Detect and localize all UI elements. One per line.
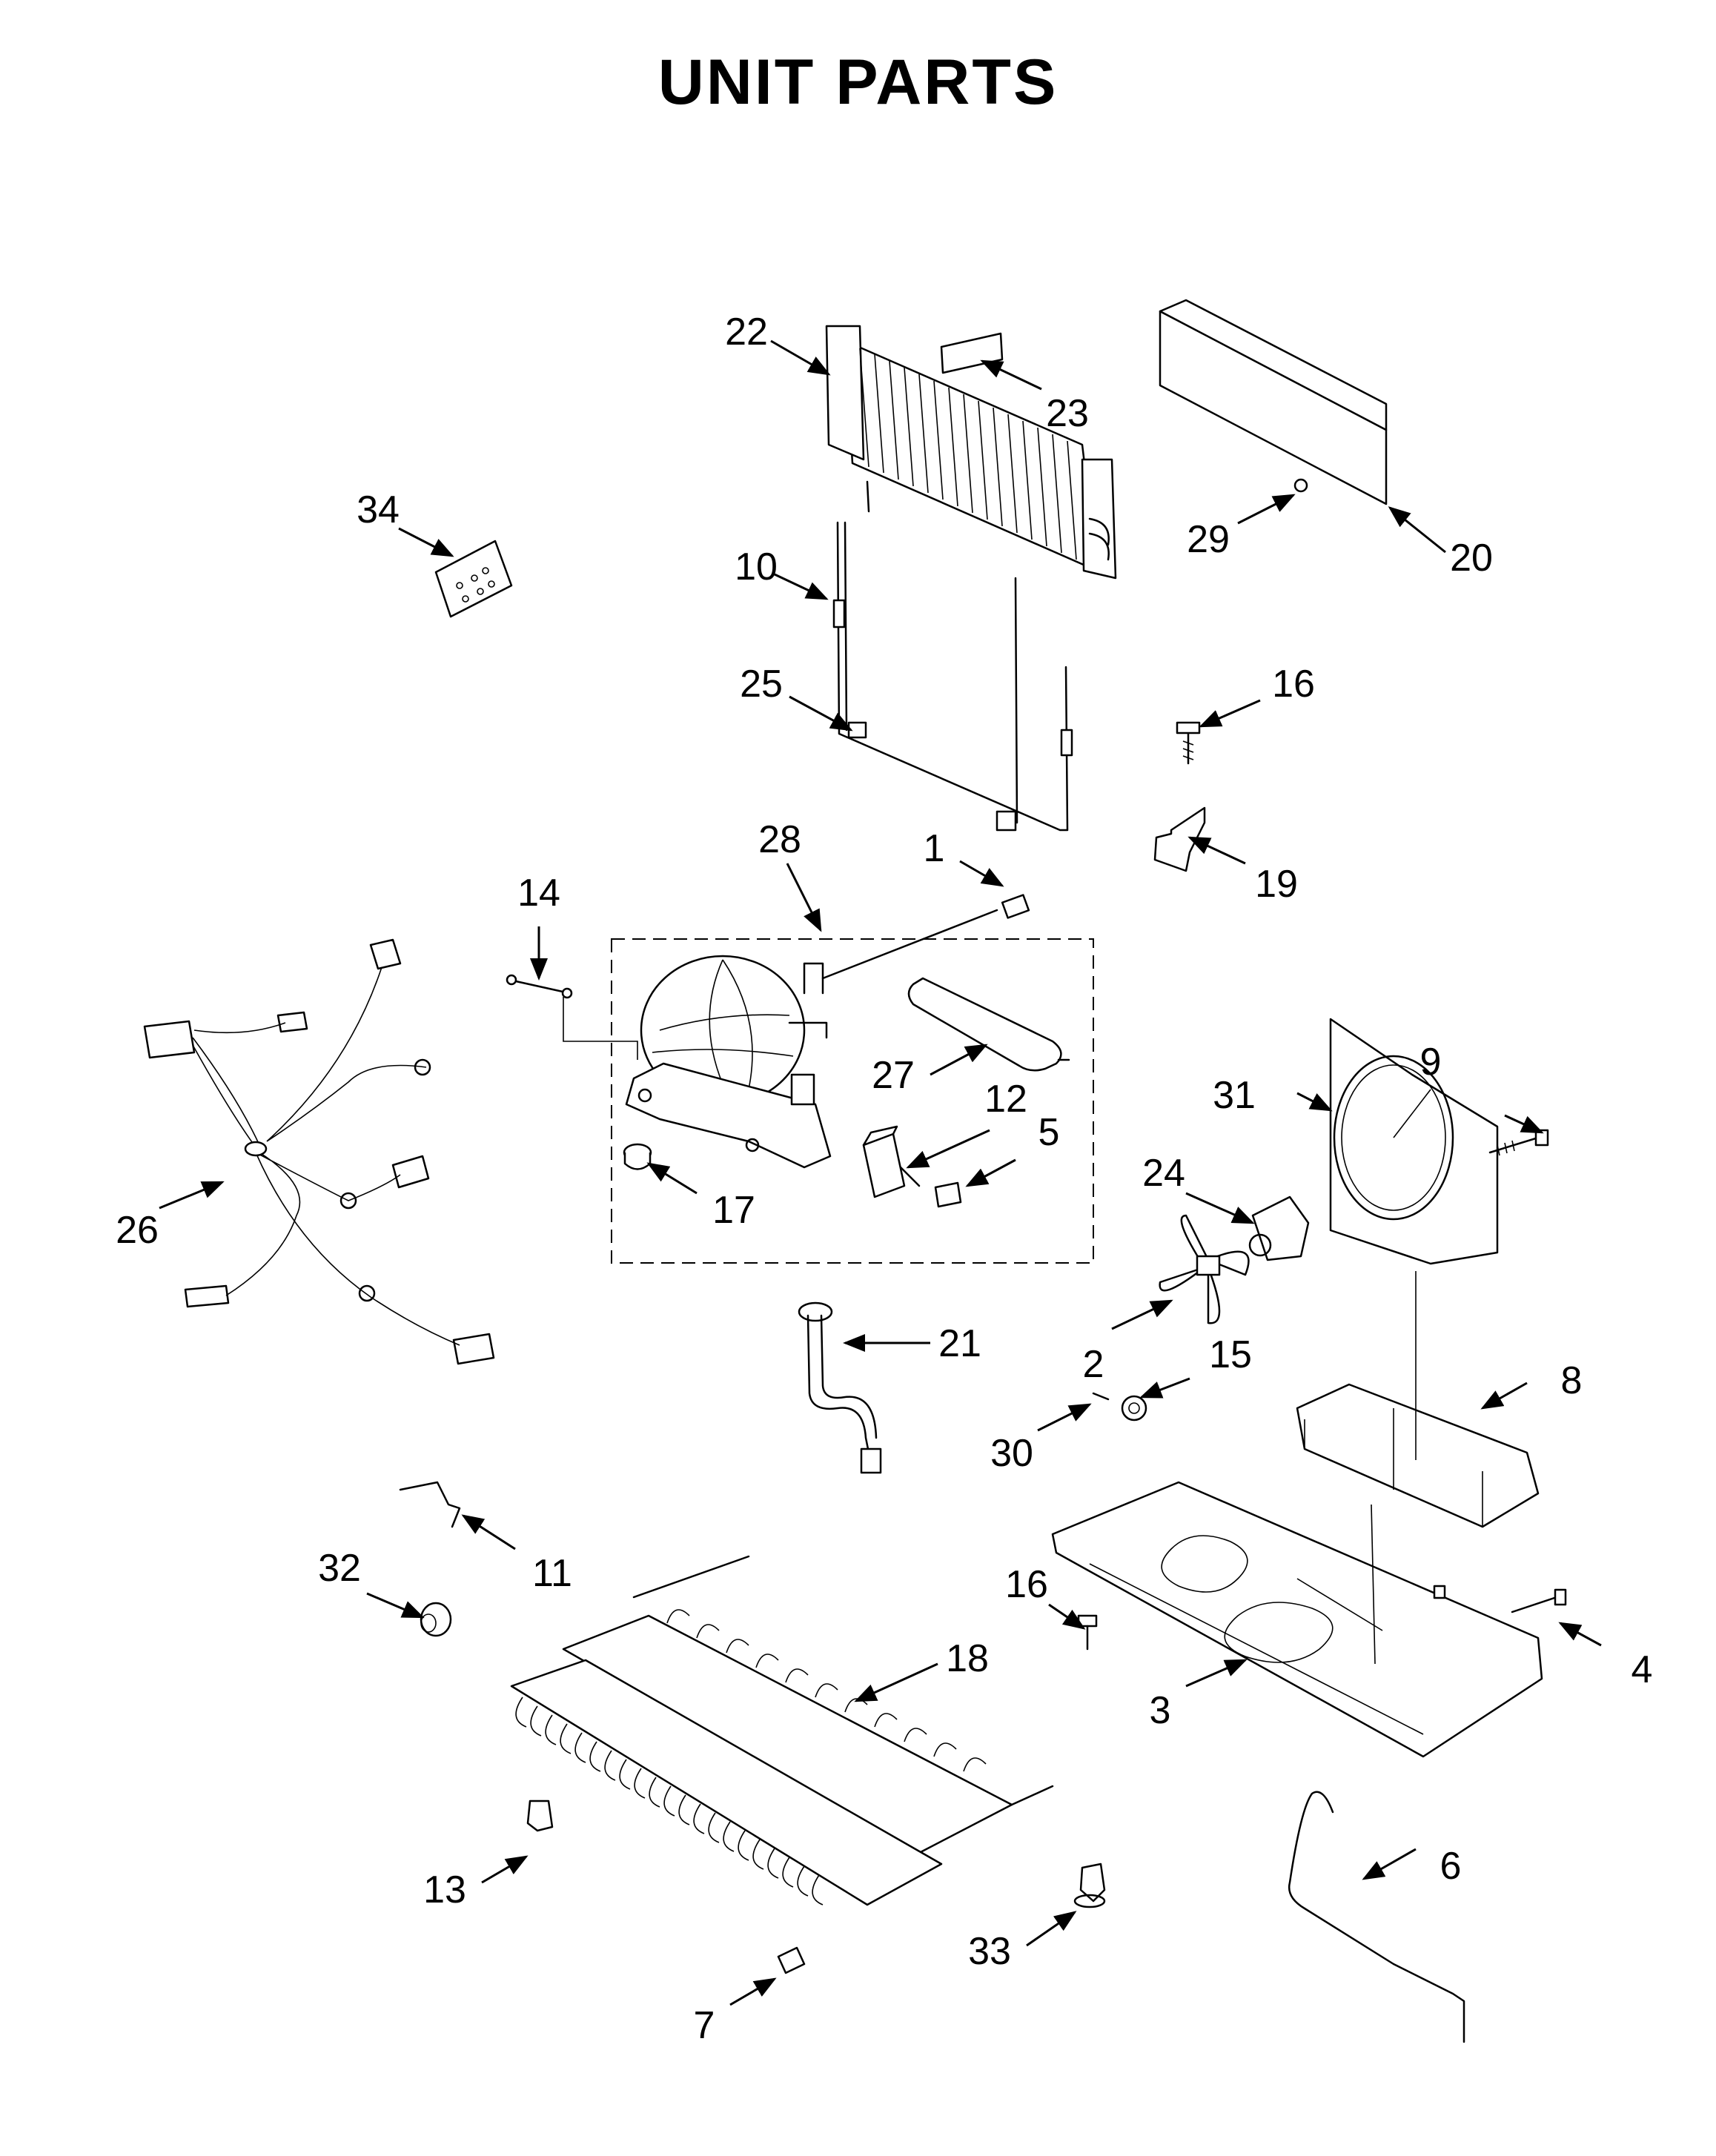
part-18-condenser-coil[interactable]	[510, 1555, 1054, 1906]
callout-6: 6	[1440, 1845, 1462, 1888]
callout-27: 27	[872, 1054, 915, 1097]
part-21-drain-tube[interactable]	[798, 1301, 882, 1474]
callout-16-upper: 16	[1272, 663, 1315, 706]
callout-26: 26	[116, 1209, 159, 1252]
callout-11: 11	[532, 1552, 572, 1595]
callout-1: 1	[924, 827, 945, 870]
callout-2: 2	[1083, 1343, 1104, 1386]
part-27-drier[interactable]	[907, 977, 1070, 1072]
part-12-relay[interactable]	[862, 1125, 921, 1198]
part-16-screw-upper[interactable]	[1176, 721, 1201, 765]
part-17-grommet[interactable]	[623, 1143, 652, 1170]
part-23-foam-strip[interactable]	[940, 332, 1004, 374]
callout-34: 34	[357, 488, 400, 531]
callout-14: 14	[517, 872, 560, 915]
callout-numbers: 1 2 3 4 5 6 7 8 9 10 11 12 13 14 15 16 1…	[116, 311, 1652, 2047]
part-2-fan-blade[interactable]	[1159, 1214, 1250, 1324]
callout-32: 32	[318, 1547, 361, 1590]
part-34-control-board[interactable]	[434, 540, 513, 618]
part-5-capacitor[interactable]	[934, 1181, 962, 1208]
callout-20: 20	[1450, 537, 1493, 580]
part-19-clip[interactable]	[1153, 806, 1206, 872]
callout-31: 31	[1213, 1074, 1256, 1117]
leader-arrows	[159, 339, 1602, 2006]
part-26-wire-harness[interactable]	[143, 938, 495, 1365]
part-30-pin[interactable]	[1092, 1392, 1110, 1401]
part-9-screw[interactable]	[1488, 1129, 1549, 1156]
callout-30: 30	[990, 1432, 1033, 1475]
callout-9: 9	[1420, 1041, 1442, 1084]
part-7-tube[interactable]	[777, 1946, 806, 1974]
part-14-jumper[interactable]	[506, 974, 638, 1060]
callout-33: 33	[968, 1930, 1011, 1973]
callout-29: 29	[1187, 518, 1230, 561]
part-32-bumper[interactable]	[420, 1602, 452, 1637]
page-title: UNIT PARTS	[657, 47, 1059, 118]
part-4-screw[interactable]	[1511, 1588, 1567, 1613]
callout-7: 7	[694, 2004, 715, 2047]
callout-28: 28	[758, 818, 801, 861]
callout-22: 22	[725, 311, 768, 354]
part-3-base-plate[interactable]	[1051, 1481, 1543, 1758]
callout-10: 10	[735, 545, 778, 588]
callout-13: 13	[423, 1868, 466, 1911]
callout-17: 17	[712, 1189, 755, 1232]
part-22-evaporator-coil[interactable]	[825, 325, 1117, 580]
callout-12: 12	[984, 1078, 1027, 1121]
callout-24: 24	[1142, 1152, 1185, 1195]
callout-5: 5	[1038, 1111, 1060, 1154]
part-20-cover[interactable]	[1159, 299, 1388, 505]
part-1-tube-fitting[interactable]	[821, 894, 1030, 980]
callout-19: 19	[1255, 863, 1298, 906]
part-31-fan-shroud[interactable]	[1329, 1018, 1499, 1265]
callout-15: 15	[1209, 1333, 1252, 1376]
callout-25: 25	[740, 663, 783, 706]
part-13-clip[interactable]	[526, 1800, 554, 1832]
callout-23: 23	[1046, 392, 1089, 435]
part-24-fan-motor[interactable]	[1248, 1195, 1310, 1261]
callout-3: 3	[1150, 1689, 1171, 1732]
part-28-compressor[interactable]	[625, 955, 832, 1169]
part-10-25-tubing[interactable]	[832, 480, 1073, 832]
part-8-bracket[interactable]	[1296, 1383, 1540, 1528]
part-29-screw[interactable]	[1293, 478, 1308, 493]
callout-4: 4	[1631, 1648, 1653, 1691]
part-15-grommet[interactable]	[1121, 1395, 1147, 1422]
part-6-wire-rod[interactable]	[1288, 1791, 1465, 2043]
part-33-clip[interactable]	[1073, 1863, 1106, 1908]
part-28-compressor-assembly-box	[611, 938, 1094, 1264]
callout-16-lower: 16	[1005, 1563, 1048, 1606]
callout-8: 8	[1561, 1359, 1583, 1402]
callout-21: 21	[938, 1322, 981, 1365]
part-16-screw-lower[interactable]	[1077, 1614, 1098, 1651]
callout-18: 18	[946, 1637, 989, 1680]
guide-line	[1371, 1504, 1376, 1665]
part-11-wire-clip[interactable]	[399, 1481, 461, 1528]
